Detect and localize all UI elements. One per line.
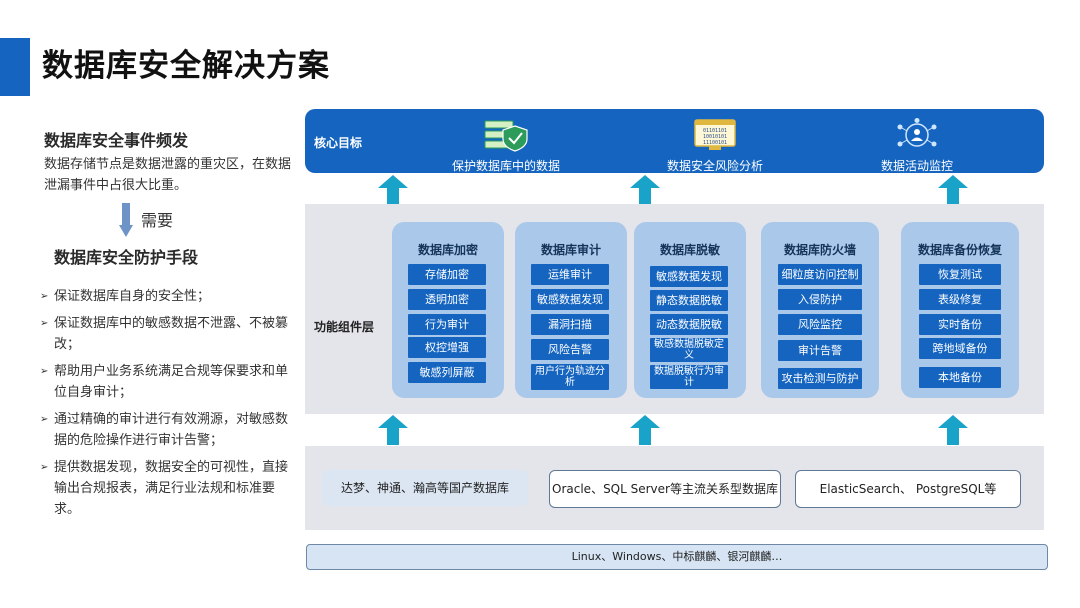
arrow-down-icon [119,203,133,237]
module-feature: 敏感数据发现 [650,266,728,287]
bullet-arrow-icon: ➢ [40,291,49,302]
page-title: 数据库安全解决方案 [42,48,330,84]
database-other: ElasticSearch、 PostgreSQL等 [795,470,1021,508]
events-paragraph: 数据存储节点是数据泄露的重灾区，在数据泄漏事件中占很大比重。 [44,157,292,193]
database-mainstream: Oracle、SQL Server等主流关系型数据库 [549,470,781,508]
svg-text:11100101: 11100101 [703,140,727,146]
arrow-up-icon [378,415,408,445]
section-heading-protection: 数据库安全防护手段 [54,248,199,267]
module-title: 数据库防火墙 [783,243,856,257]
svg-text:01101101: 01101101 [703,128,727,134]
module-card-encryption: 数据库加密 存储加密 透明加密 行为审计 权控增强 敏感列屏蔽 [392,222,504,398]
goal-activity-monitor: 数据活动监控 [837,118,997,174]
list-item: ➢保证数据库中的敏感数据不泄露、不被篡改； [40,313,290,355]
module-feature: 本地备份 [919,367,1001,388]
module-feature: 动态数据脱敏 [650,314,728,335]
module-feature: 敏感列屏蔽 [408,362,486,383]
module-feature: 敏感数据发现 [531,289,609,310]
module-card-backup: 数据库备份恢复 恢复测试 表级修复 实时备份 跨地域备份 本地备份 [901,222,1019,398]
module-feature: 行为审计 [408,314,486,335]
module-title: 数据库审计 [540,243,601,257]
shield-server-icon [484,120,528,152]
module-title: 数据库脱敏 [659,243,720,257]
module-feature: 入侵防护 [778,289,862,310]
list-item: ➢通过精确的审计进行有效溯源，对敏感数据的危险操作进行审计告警； [40,409,290,451]
list-item: ➢提供数据发现，数据安全的可视性，直接输出合规报表，满足行业法规和标准要求。 [40,457,290,520]
component-layer-label: 功能组件层 [314,320,375,334]
module-card-masking: 数据库脱敏 敏感数据发现 静态数据脱敏 动态数据脱敏 敏感数据脱敏定义 数据脱敏… [634,222,746,398]
section-heading-events: 数据库安全事件频发 [44,131,189,150]
arrow-up-icon [630,415,660,445]
module-title: 数据库备份恢复 [917,243,1002,257]
module-feature: 审计告警 [778,340,862,361]
need-label: 需要 [141,211,174,230]
bullet-arrow-icon: ➢ [40,462,49,473]
goal-label-text: 数据活动监控 [880,159,953,173]
goal-label-text: 数据安全风险分析 [666,159,763,173]
requirement-list: ➢保证数据库自身的安全性； ➢保证数据库中的敏感数据不泄露、不被篡改； ➢帮助用… [40,286,290,526]
goal-protect-data: 保护数据库中的数据 [426,118,586,174]
module-feature: 数据脱敏行为审计 [650,365,728,389]
arrow-up-icon [630,175,660,205]
database-domestic: 达梦、神通、瀚高等国产数据库 [322,470,528,506]
module-card-audit: 数据库审计 运维审计 敏感数据发现 漏洞扫描 风险告警 用户行为轨迹分析 [515,222,627,398]
goal-risk-analysis: 01101101 10010101 11100101 数据安全风险分析 [635,118,795,174]
module-feature: 风险监控 [778,314,862,335]
module-feature: 恢复测试 [919,264,1001,285]
list-item: ➢帮助用户业务系统满足合规等保要求和单位自身审计； [40,361,290,403]
binary-monitor-icon: 01101101 10010101 11100101 [694,119,736,150]
bullet-arrow-icon: ➢ [40,318,49,329]
title-accent-bar [0,38,30,96]
module-feature: 存储加密 [408,264,486,285]
module-feature: 用户行为轨迹分析 [531,364,609,390]
list-item: ➢保证数据库自身的安全性； [40,286,290,307]
module-feature: 攻击检测与防护 [778,368,862,389]
module-feature: 敏感数据脱敏定义 [650,338,728,362]
module-feature: 漏洞扫描 [531,314,609,335]
goal-label-text: 保护数据库中的数据 [451,159,560,173]
svg-text:10010101: 10010101 [703,134,727,140]
module-feature: 运维审计 [531,264,609,285]
module-feature: 权控增强 [408,337,486,358]
module-feature: 细粒度访问控制 [778,264,862,285]
bullet-arrow-icon: ➢ [40,366,49,377]
arrow-up-icon [938,415,968,445]
module-title: 数据库加密 [417,243,478,257]
os-support-bar: Linux、Windows、中标麒麟、银河麒麟… [306,544,1048,570]
module-feature: 实时备份 [919,314,1001,335]
core-goal-label: 核心目标 [314,136,363,150]
arrow-up-icon [938,175,968,205]
bullet-arrow-icon: ➢ [40,414,49,425]
module-feature: 风险告警 [531,339,609,360]
network-user-icon [897,118,937,147]
module-feature: 透明加密 [408,289,486,310]
module-card-firewall: 数据库防火墙 细粒度访问控制 入侵防护 风险监控 审计告警 攻击检测与防护 [761,222,879,398]
arrow-up-icon [378,175,408,205]
module-feature: 表级修复 [919,289,1001,310]
module-feature: 跨地域备份 [919,338,1001,359]
module-feature: 静态数据脱敏 [650,290,728,311]
